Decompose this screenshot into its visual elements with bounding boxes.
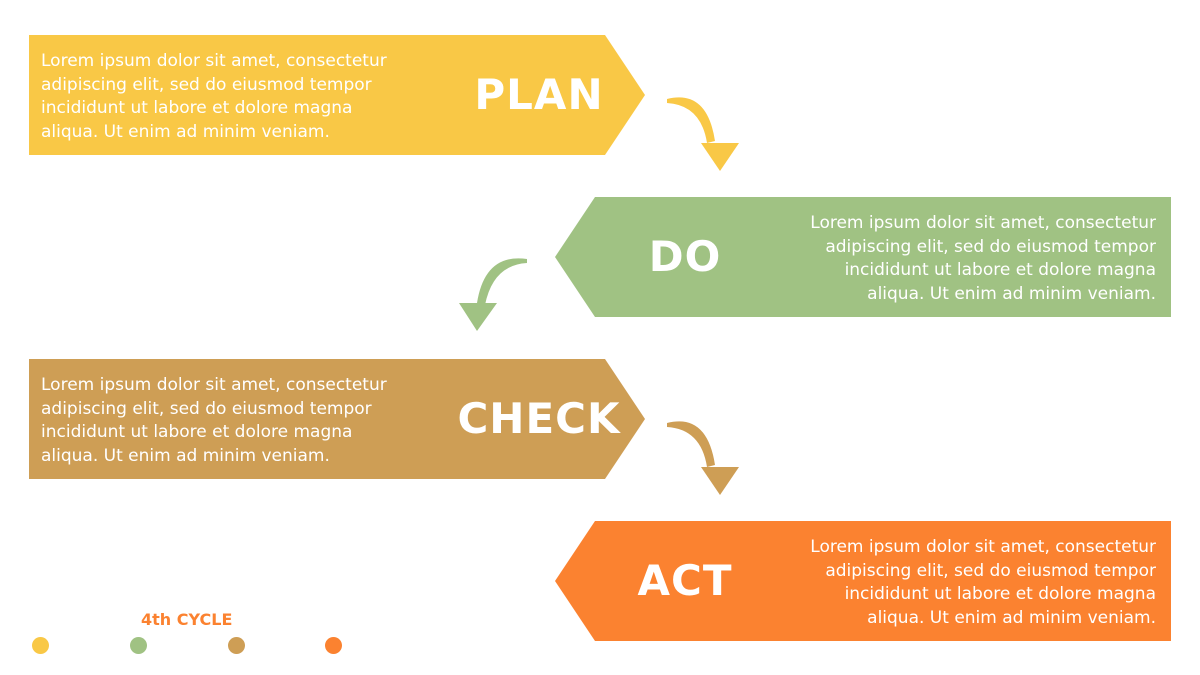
- check-step-banner: Lorem ipsum dolor sit amet, consectetur …: [29, 359, 645, 479]
- do-step-banner: DO Lorem ipsum dolor sit amet, consectet…: [555, 197, 1171, 317]
- check-step-text: Lorem ipsum dolor sit amet, consectetur …: [41, 375, 387, 466]
- do-to-check-arrow-icon: [459, 258, 527, 331]
- plan-step-title: PLAN: [474, 70, 604, 119]
- check-to-act-arrow-icon: [667, 421, 739, 495]
- do-step-title: DO: [648, 232, 722, 281]
- plan-step-banner: Lorem ipsum dolor sit amet, consectetur …: [29, 35, 645, 155]
- act-step-title: ACT: [637, 556, 733, 605]
- plan-step-text: Lorem ipsum dolor sit amet, consectetur …: [41, 51, 387, 142]
- do-dot: [130, 637, 147, 654]
- check-dot: [228, 637, 245, 654]
- act-step-text: Lorem ipsum dolor sit amet, consectetur …: [810, 537, 1156, 628]
- plan-to-do-arrow-icon: [667, 97, 739, 171]
- check-step-title: CHECK: [457, 394, 621, 443]
- act-step-banner: ACT Lorem ipsum dolor sit amet, consecte…: [555, 521, 1171, 641]
- do-step-text: Lorem ipsum dolor sit amet, consectetur …: [810, 213, 1156, 304]
- plan-dot: [32, 637, 49, 654]
- act-dot: [325, 637, 342, 654]
- cycle-label: 4th CYCLE: [141, 610, 233, 629]
